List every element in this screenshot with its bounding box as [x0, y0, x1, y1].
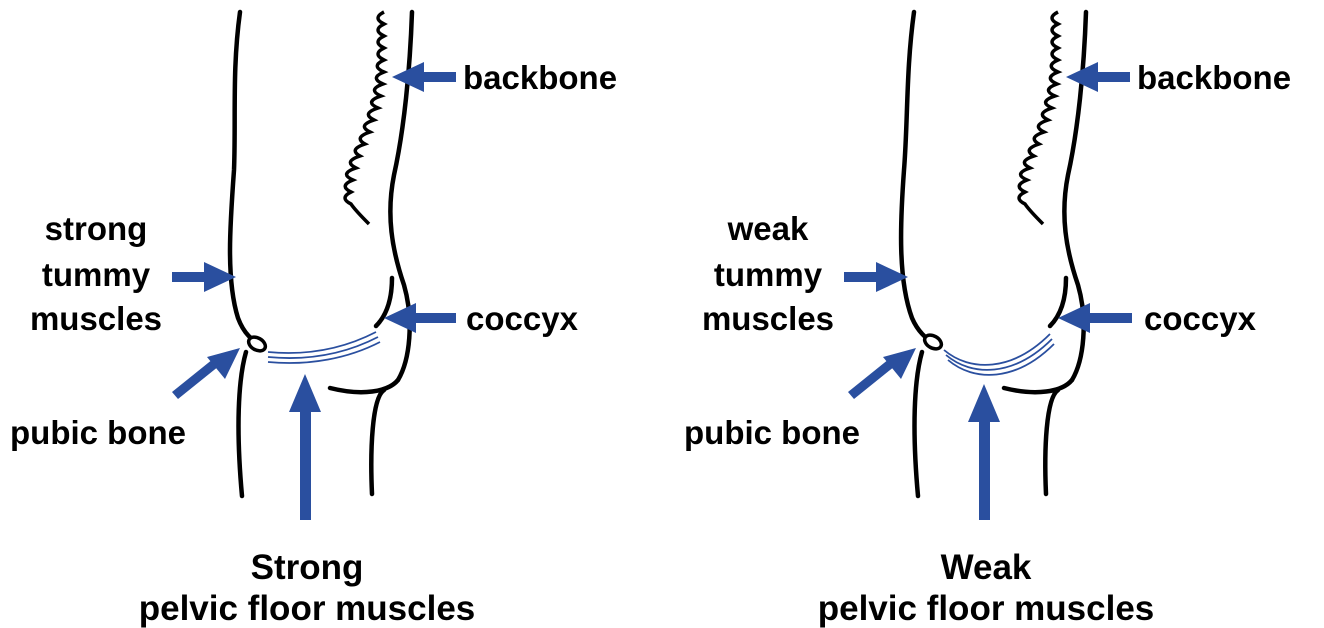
- arrow-pelvic-weak: [968, 384, 1000, 520]
- arrow-pubic-weak: [848, 348, 916, 399]
- caption-line1-weak: Weak: [941, 548, 1032, 587]
- arrow-pubic-strong: [172, 348, 240, 399]
- label-tummy-line2-weak: tummy: [714, 256, 823, 293]
- backbone-weak: [1019, 12, 1058, 224]
- arrow-pelvic-strong: [289, 374, 321, 520]
- panel-weak: backbone weak tummy muscles coccyx pubic…: [684, 12, 1291, 628]
- arrow-backbone-weak: [1066, 62, 1130, 92]
- label-coccyx-strong: coccyx: [466, 300, 579, 337]
- arrow-coccyx-weak: [1058, 303, 1132, 333]
- pelvic-floor-muscles-strong: [268, 332, 380, 363]
- label-tummy-line2-strong: tummy: [42, 256, 151, 293]
- backbone-strong: [345, 12, 384, 224]
- label-backbone-weak: backbone: [1137, 59, 1291, 96]
- arrow-tummy-strong: [172, 262, 236, 292]
- label-tummy-line1-strong: strong: [45, 210, 148, 247]
- label-backbone-strong: backbone: [463, 59, 617, 96]
- caption-line2-strong: pelvic floor muscles: [139, 589, 476, 628]
- arrow-backbone-strong: [392, 62, 456, 92]
- label-tummy-line1-weak: weak: [727, 210, 809, 247]
- arrow-coccyx-strong: [384, 303, 456, 333]
- label-tummy-line3-strong: muscles: [30, 300, 162, 337]
- pubic-bone-strong: [246, 334, 268, 353]
- label-pubic-bone-weak: pubic bone: [684, 414, 860, 451]
- label-pubic-bone-strong: pubic bone: [10, 414, 186, 451]
- pubic-bone-weak: [922, 332, 944, 351]
- caption-line2-weak: pelvic floor muscles: [818, 589, 1155, 628]
- arrow-tummy-weak: [844, 262, 908, 292]
- label-coccyx-weak: coccyx: [1144, 300, 1257, 337]
- label-tummy-line3-weak: muscles: [702, 300, 834, 337]
- caption-line1-strong: Strong: [251, 548, 364, 587]
- panel-strong: backbone strong tummy muscles coccyx pub…: [10, 12, 617, 628]
- pelvic-floor-muscles-weak: [944, 334, 1054, 375]
